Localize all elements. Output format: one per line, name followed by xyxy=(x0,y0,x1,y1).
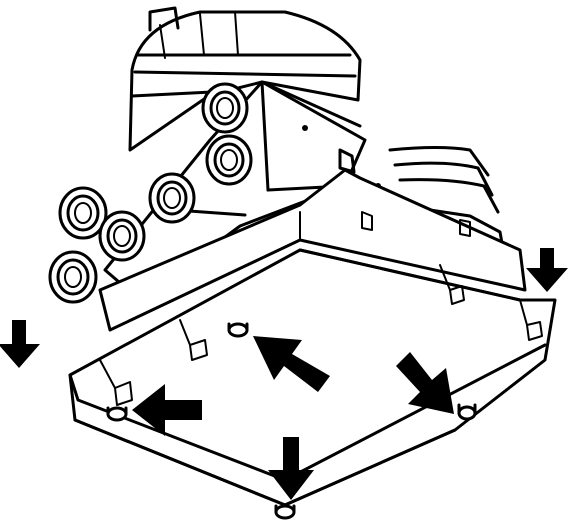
module-top-rail xyxy=(98,148,527,332)
arrow-up-left-diagonal-icon xyxy=(253,336,330,392)
brake-port-5 xyxy=(148,172,196,224)
brake-line-ports xyxy=(48,82,253,304)
brake-port-2 xyxy=(205,134,253,186)
pump-motor-housing xyxy=(128,6,362,152)
brake-port-4 xyxy=(98,210,146,262)
direction-arrows xyxy=(0,248,568,500)
mounting-stud-bottom xyxy=(274,504,296,520)
arrow-down-right-diagonal-icon xyxy=(396,352,454,414)
mounting-stud-right xyxy=(457,403,477,421)
arrow-down-right-icon xyxy=(526,248,568,292)
mounting-stud-left xyxy=(106,406,128,422)
arrow-down-left-icon xyxy=(0,320,40,368)
mounting-stud-center xyxy=(227,322,249,338)
arrow-left-icon xyxy=(132,384,202,436)
arrow-down-bottom-icon xyxy=(268,437,314,500)
brake-port-1 xyxy=(201,82,249,134)
brake-port-3 xyxy=(58,186,108,240)
brake-port-6 xyxy=(48,250,98,304)
mounting-studs xyxy=(106,322,477,520)
